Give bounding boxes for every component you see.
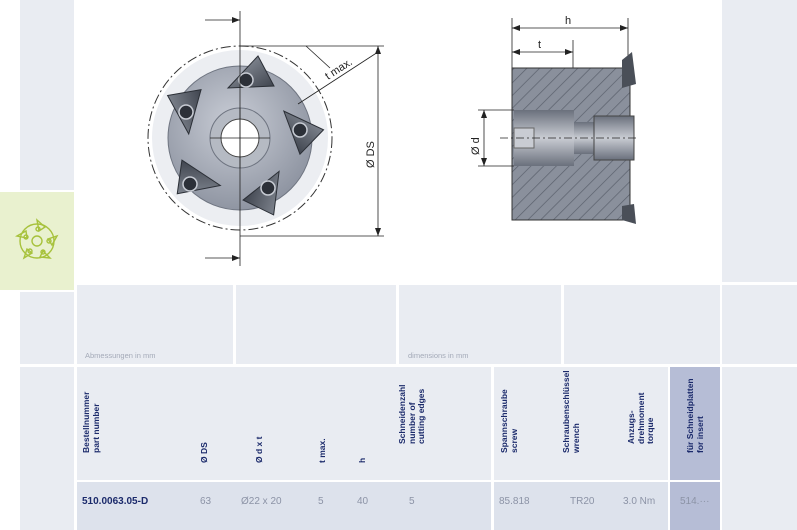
right-margin-top — [722, 0, 797, 282]
left-margin-top — [20, 0, 74, 190]
label-ds: Ø DS — [365, 141, 377, 168]
notes-cell-3 — [399, 285, 561, 364]
header-d-x-t: Ø d x t — [254, 436, 264, 463]
header-cutting-edges: Schneidenzahl number of cutting edges — [397, 383, 426, 444]
header-screw: Spannschraube screw — [499, 389, 519, 453]
header-ds: Ø DS — [199, 441, 209, 463]
right-margin-mid — [722, 285, 797, 364]
label-d: Ø d — [470, 137, 482, 155]
side-section-drawing: h t Ø d — [470, 15, 638, 224]
dimensions-label-de: Abmessungen in mm — [85, 351, 156, 360]
notes-cell-1 — [77, 285, 233, 364]
milling-cutter-icon — [14, 218, 59, 260]
cell-screw: 85.818 — [499, 496, 530, 507]
table-insert-cell — [670, 482, 720, 530]
header-wrench: Schraubenschlüssel wrench — [561, 370, 581, 453]
table-data-band — [77, 482, 491, 530]
label-t-max: t max. — [323, 56, 355, 82]
cell-h: 40 — [357, 496, 369, 507]
cell-ds: 63 — [200, 496, 212, 507]
header-insert: für Schneidplatten for insert — [685, 378, 705, 453]
notes-cell-2 — [236, 285, 396, 364]
table-data-band-2 — [494, 482, 668, 530]
table-insert-header — [670, 367, 720, 480]
cell-d-x-t: Ø22 x 20 — [241, 496, 282, 507]
dimensions-label-en: dimensions in mm — [408, 351, 469, 360]
table-header-band — [77, 367, 491, 480]
label-t: t — [538, 39, 541, 51]
cell-part-number: 510.0063.05-D — [82, 496, 149, 507]
front-view-drawing: Ø DS t max. — [147, 11, 384, 266]
header-part-number: Bestellnummer part number — [81, 391, 101, 453]
header-t-max: t max. — [317, 437, 327, 463]
category-tab[interactable] — [0, 192, 74, 290]
left-margin-mid — [20, 292, 74, 364]
right-margin-bottom — [722, 367, 797, 530]
left-margin-bottom — [20, 367, 74, 530]
cell-wrench: TR20 — [570, 496, 595, 507]
cell-torque: 3.0 Nm — [623, 496, 656, 507]
header-h: h — [357, 457, 367, 463]
label-h: h — [565, 15, 571, 27]
notes-cell-4 — [564, 285, 720, 364]
cell-t-max: 5 — [318, 496, 324, 507]
table-header-band-2 — [494, 367, 668, 480]
cell-edges: 5 — [409, 496, 415, 507]
cell-insert: 514.··· — [680, 496, 710, 507]
header-torque: Anzugs- drehmoment torque — [626, 392, 655, 444]
